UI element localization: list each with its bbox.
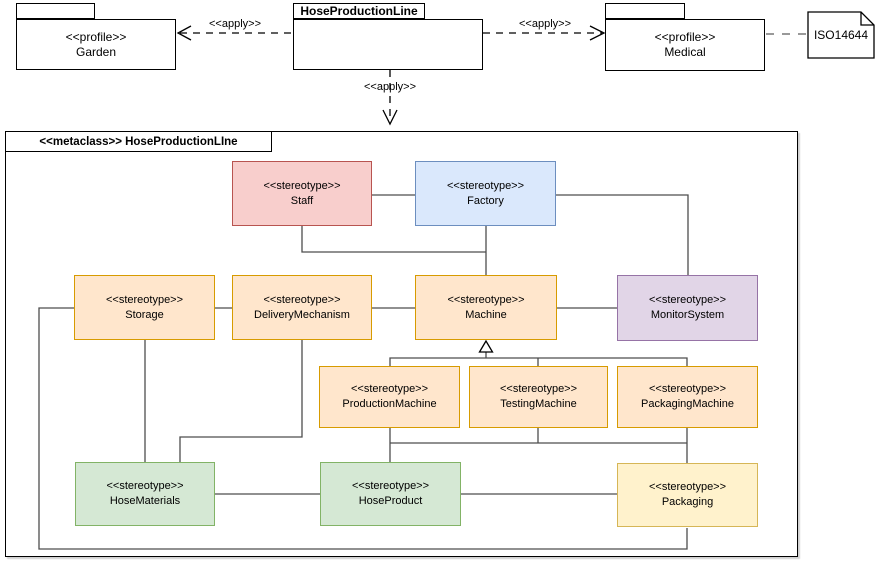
stereotype-label: <<stereotype>> (499, 383, 578, 395)
node-deliverymechanism[interactable]: <<stereotype>> DeliveryMechanism (232, 275, 372, 340)
note-fold-icon (860, 12, 874, 26)
node-name-label: HoseProduct (358, 495, 423, 507)
garden-stereotype-label: <<profile>> (65, 29, 127, 44)
medical-stereotype-label: <<profile>> (654, 30, 716, 44)
apply-label-left: <<apply>> (209, 18, 261, 30)
node-testingmachine[interactable]: <<stereotype>> TestingMachine (469, 366, 608, 428)
note-iso14644[interactable]: ISO14644 (808, 12, 874, 58)
node-name-label: Packaging (661, 496, 714, 508)
garden-name-label: Garden (75, 44, 117, 59)
edge-machines-products-bus (389, 428, 688, 463)
node-hosematerials[interactable]: <<stereotype>> HoseMaterials (75, 462, 215, 526)
stereotype-label: <<stereotype>> (106, 480, 184, 492)
node-factory[interactable]: <<stereotype>> Factory (415, 161, 556, 226)
edge-staff-machine (301, 226, 486, 253)
node-name-label: Factory (467, 194, 504, 207)
node-name-label: HoseMaterials (109, 495, 181, 507)
arrowhead-left-icon (176, 25, 192, 41)
association-edges (38, 194, 689, 550)
node-storage[interactable]: <<stereotype>> Storage (74, 275, 215, 340)
package-medical-tab[interactable] (605, 3, 685, 19)
node-productionmachine[interactable]: <<stereotype>> ProductionMachine (319, 366, 460, 428)
node-name-label: MonitorSystem (650, 309, 725, 321)
package-hoseproductionline-tab[interactable]: HoseProductionLine (293, 3, 425, 19)
arrowhead-right-icon (589, 25, 606, 41)
note-shape[interactable] (807, 11, 875, 59)
node-name-label: DeliveryMechanism (254, 308, 350, 321)
node-name-label: ProductionMachine (342, 398, 437, 410)
edge-deliverymechanism-hosematerials (179, 340, 303, 462)
stereotype-label: <<stereotype>> (351, 480, 430, 492)
stereotype-label: <<stereotype>> (263, 293, 341, 306)
node-packagingmachine[interactable]: <<stereotype>> PackagingMachine (617, 366, 758, 428)
metaclass-frame (5, 131, 798, 557)
node-machine[interactable]: <<stereotype>> Machine (415, 275, 557, 340)
stereotype-label: <<stereotype>> (648, 481, 727, 493)
apply-dependency-edges (180, 32, 602, 121)
node-name-label: PackagingMachine (641, 398, 734, 410)
medical-name-label: Medical (664, 45, 706, 59)
arrowhead-down-icon (382, 109, 398, 126)
hoseproductionline-name-label: HoseProductionLine (300, 4, 418, 18)
package-garden-tab[interactable] (16, 3, 95, 19)
stereotype-label: <<stereotype>> (447, 293, 525, 306)
node-hoseproduct[interactable]: <<stereotype>> HoseProduct (320, 462, 461, 526)
stereotype-label: <<stereotype>> (350, 383, 429, 395)
stereotype-label: <<stereotype>> (105, 293, 184, 306)
node-staff[interactable]: <<stereotype>> Staff (232, 161, 372, 226)
edge-storage-packaging (38, 307, 688, 550)
package-garden[interactable]: <<profile>> Garden (16, 19, 176, 70)
generalization-bus (389, 352, 688, 366)
node-monitorsystem[interactable]: <<stereotype>> MonitorSystem (617, 275, 758, 341)
node-name-label: TestingMachine (500, 398, 577, 410)
stereotype-label: <<stereotype>> (446, 179, 525, 192)
metaclass-frame-title: <<metaclass>> HoseProductionLIne (5, 131, 272, 152)
edge-factory-monitorsystem (556, 194, 689, 275)
apply-label-down: <<apply>> (364, 81, 416, 93)
node-name-label: Staff (290, 194, 314, 207)
package-medical[interactable]: <<profile>> Medical (605, 19, 765, 71)
stereotype-label: <<stereotype>> (648, 383, 727, 395)
node-name-label: Storage (125, 308, 164, 321)
package-hoseproductionline[interactable] (293, 19, 483, 70)
node-packaging[interactable]: <<stereotype>> Packaging (617, 463, 758, 527)
stereotype-label: <<stereotype>> (648, 294, 727, 306)
generalization-triangle-icon (478, 339, 494, 353)
open-arrowheads (176, 25, 606, 126)
note-text-label: ISO14644 (813, 28, 869, 42)
node-name-label: Machine (465, 308, 507, 321)
frame-title-label: <<metaclass>> HoseProductionLIne (39, 135, 238, 148)
stereotype-label: <<stereotype>> (263, 179, 341, 192)
apply-label-right: <<apply>> (519, 18, 571, 30)
